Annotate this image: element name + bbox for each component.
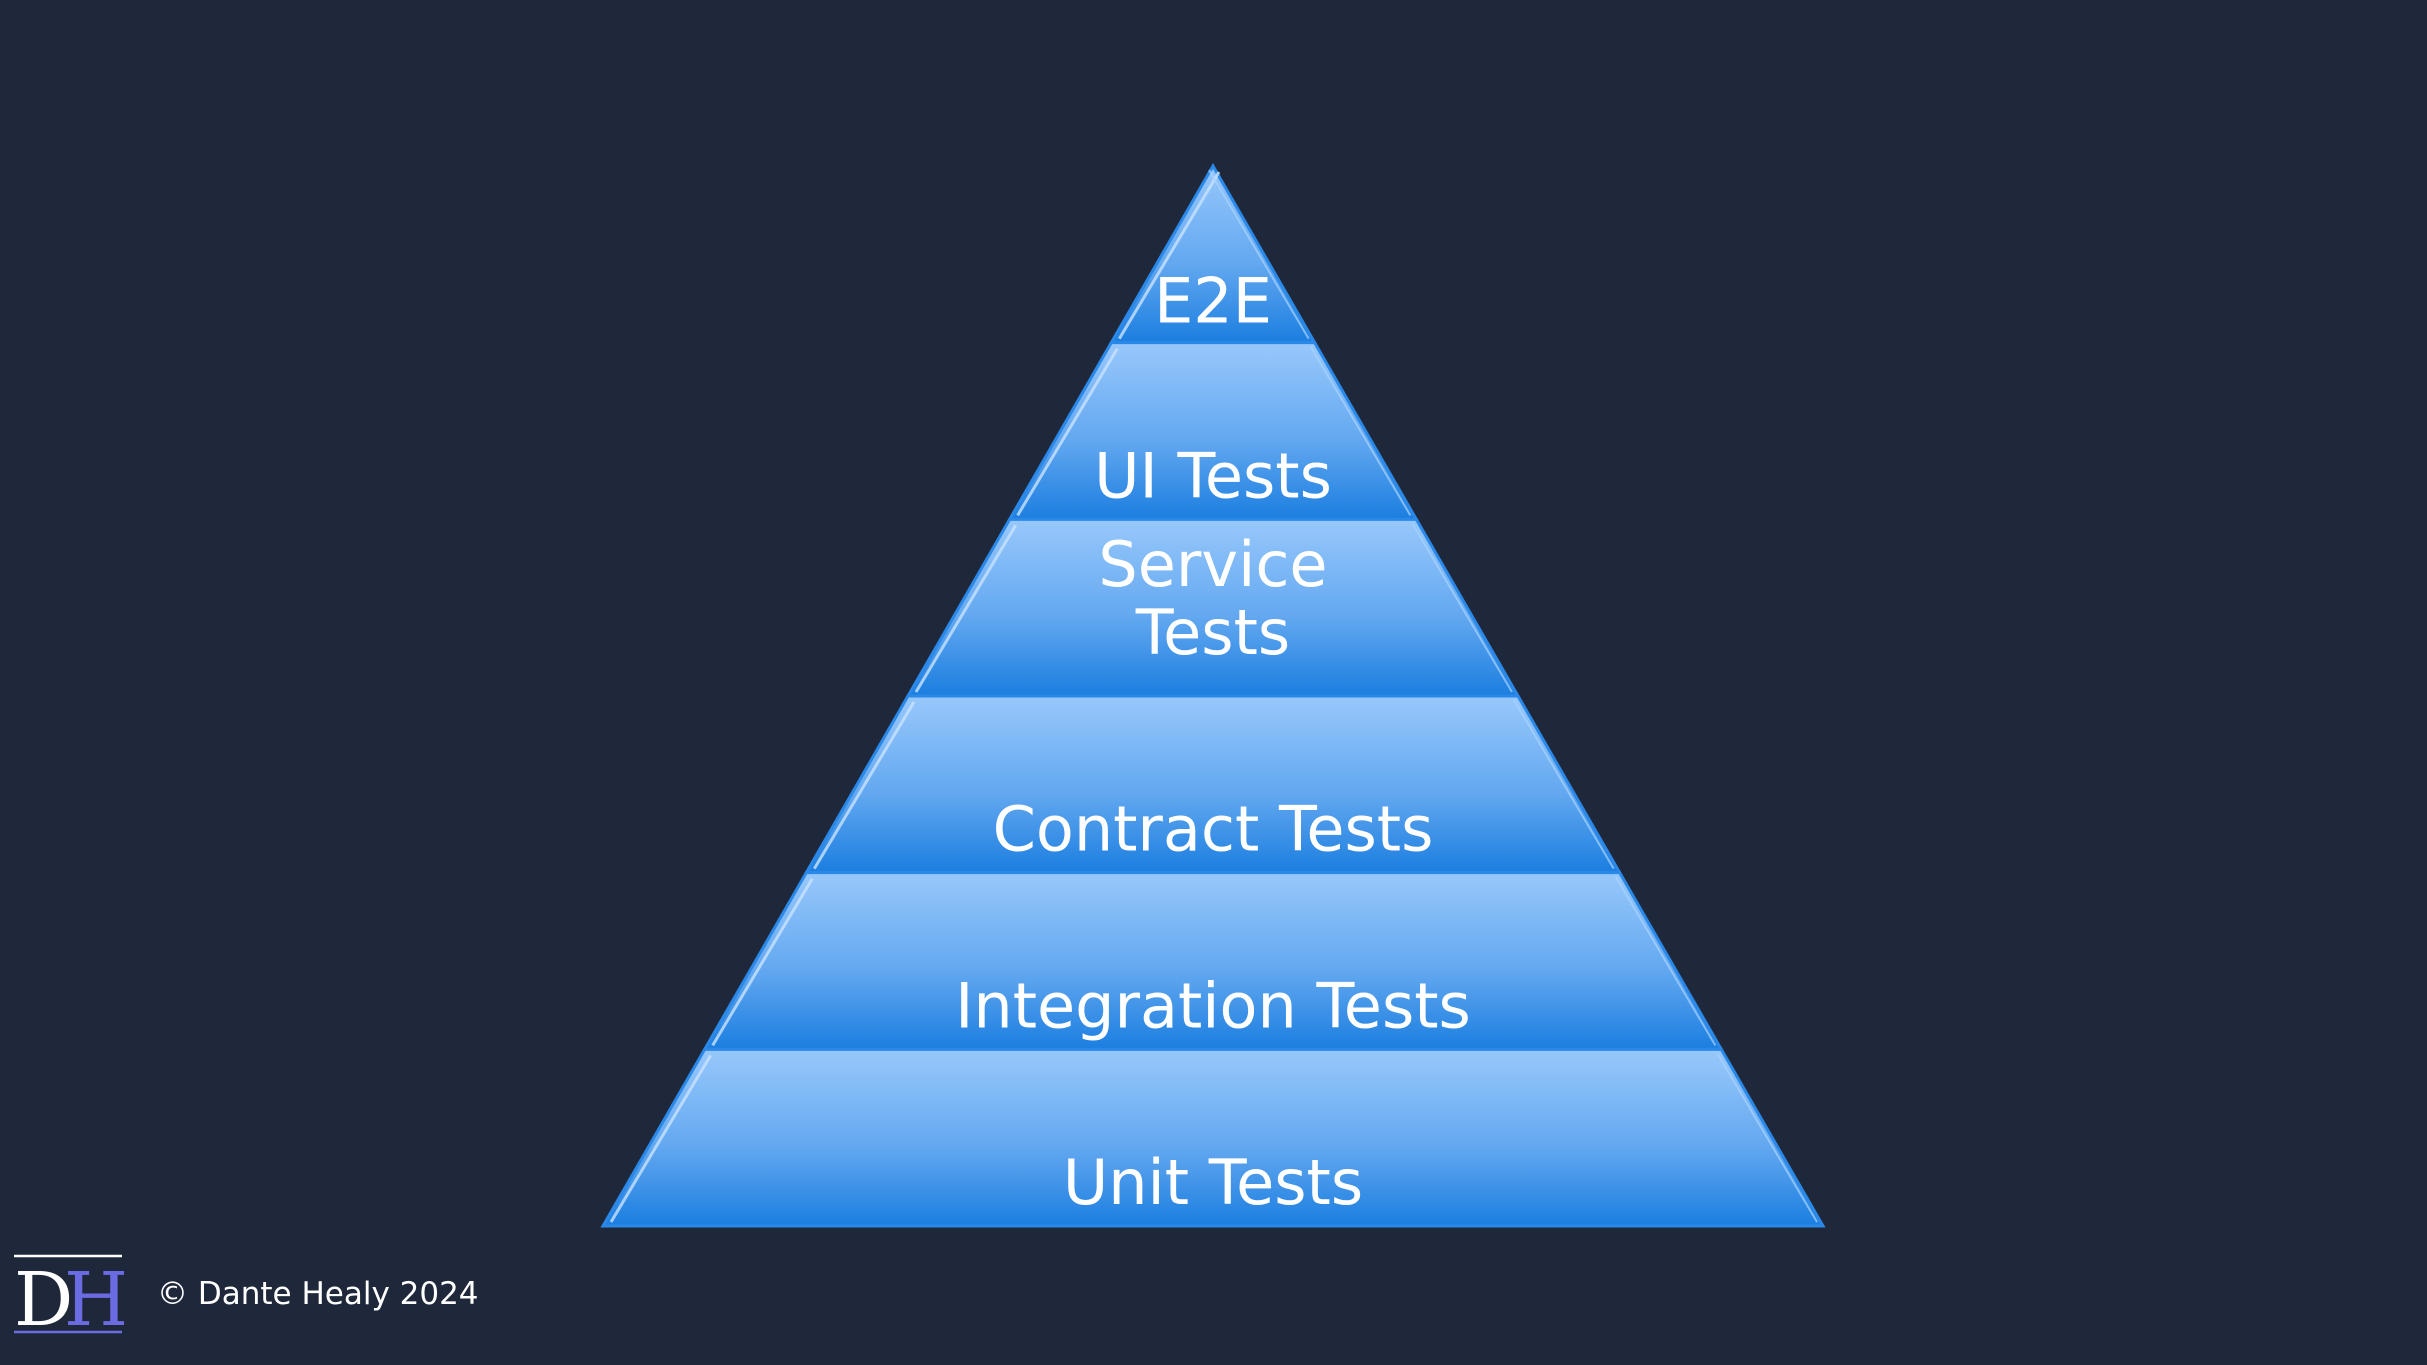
tier-label: Unit Tests	[1063, 1146, 1363, 1219]
tier-edge-highlight	[1016, 347, 1119, 517]
tier-label: UI Tests	[1094, 439, 1332, 512]
tier-edge-highlight	[711, 877, 814, 1047]
tier-label-line: Integration Tests	[955, 969, 1471, 1042]
tier-edge-highlight	[1513, 699, 1615, 870]
pyramid-tier	[600, 1047, 1826, 1228]
tier-label: E2E	[1154, 265, 1272, 338]
tier-edge-highlight	[1716, 1052, 1818, 1223]
tier-edge-highlight	[813, 701, 916, 870]
tier-label: Integration Tests	[955, 969, 1471, 1042]
logo-letter-h: H	[64, 1257, 124, 1335]
tier-edge-highlight	[1614, 876, 1717, 1046]
copyright-text: © Dante Healy 2024	[157, 1276, 479, 1312]
tier-edge-highlight	[1208, 169, 1310, 340]
tier-edge-highlight	[914, 524, 1017, 693]
tier-edge-highlight	[1118, 171, 1221, 340]
dh-logo: D H	[14, 1254, 124, 1335]
tier-label-line: Service	[1098, 528, 1327, 601]
tier-label-line: UI Tests	[1094, 439, 1332, 512]
tier-label: Contract Tests	[993, 793, 1434, 866]
tier-label-line: E2E	[1154, 265, 1272, 338]
tier-label-line: Contract Tests	[993, 793, 1434, 866]
tier-edge-highlight	[609, 1054, 712, 1223]
tier-edge-highlight	[1411, 522, 1513, 693]
logo-letter-d: D	[14, 1257, 73, 1335]
tier-label-line: Tests	[1135, 596, 1290, 669]
tier-edge-highlight	[1309, 346, 1412, 516]
tier-label-line: Unit Tests	[1063, 1146, 1363, 1219]
